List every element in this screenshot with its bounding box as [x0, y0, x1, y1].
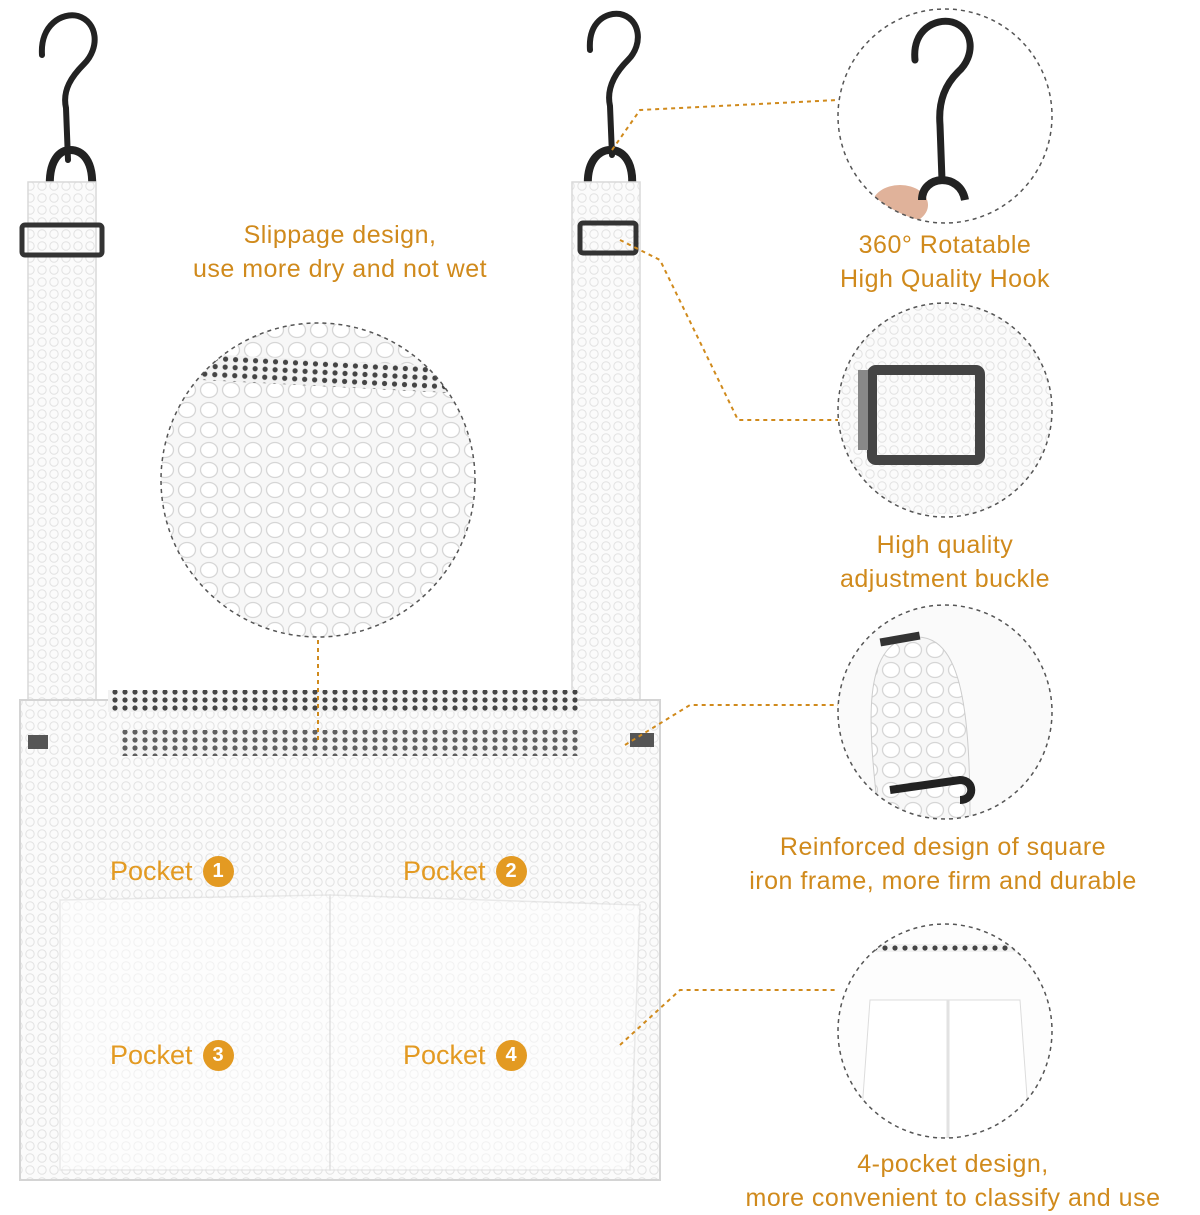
pocket-number-badge: 4: [495, 1040, 527, 1071]
buckle-caption-line-2: adjustment buckle: [839, 565, 1050, 593]
frame-detail-circle: [624, 604, 1053, 820]
pocket-label-text: Pocket: [403, 856, 486, 886]
buckle-detail-circle: [619, 239, 1053, 518]
slippage-caption: Slippage design, use more dry and not we…: [120, 218, 560, 286]
frame-caption-line-1: Reinforced design of square: [779, 833, 1107, 861]
slippage-caption-line-2: use more dry and not wet: [192, 255, 488, 283]
pocket-number-badge: 2: [495, 856, 527, 887]
pockets-caption-line-1: 4-pocket design,: [857, 1150, 1049, 1178]
pockets-caption: 4-pocket design, more convenient to clas…: [718, 1147, 1188, 1215]
pocket-label-4: Pocket 4: [403, 1040, 527, 1071]
left-strap: [19, 181, 105, 783]
right-hook: [583, 10, 641, 189]
hook-caption: 360° Rotatable High Quality Hook: [770, 228, 1120, 296]
pocket-detail-circle: [619, 923, 1053, 1139]
frame-caption: Reinforced design of square iron frame, …: [718, 830, 1168, 898]
right-strap: [571, 181, 641, 783]
hook-caption-line-2: High Quality Hook: [840, 265, 1050, 293]
pocket-number-badge: 1: [202, 856, 234, 887]
pocket-label-text: Pocket: [110, 856, 193, 886]
pocket-label-3: Pocket 3: [110, 1040, 234, 1071]
buckle-caption: High quality adjustment buckle: [770, 528, 1120, 596]
mesh-zoom-circle: [160, 322, 476, 740]
pocket-label-text: Pocket: [110, 1040, 193, 1070]
hook-detail-circle: [611, 8, 1053, 224]
pockets-caption-line-2: more convenient to classify and use: [745, 1184, 1161, 1212]
slippage-caption-line-1: Slippage design,: [243, 221, 437, 249]
pocket-label-text: Pocket: [403, 1040, 486, 1070]
frame-caption-line-2: iron frame, more firm and durable: [749, 867, 1137, 895]
pocket-number-badge: 3: [202, 1040, 234, 1071]
mesh-bag: [19, 690, 661, 1181]
buckle-caption-line-1: High quality: [876, 531, 1014, 559]
hook-caption-line-1: 360° Rotatable: [858, 231, 1032, 259]
pocket-label-2: Pocket 2: [403, 856, 527, 887]
left-hook: [38, 12, 98, 191]
pocket-label-1: Pocket 1: [110, 856, 234, 887]
